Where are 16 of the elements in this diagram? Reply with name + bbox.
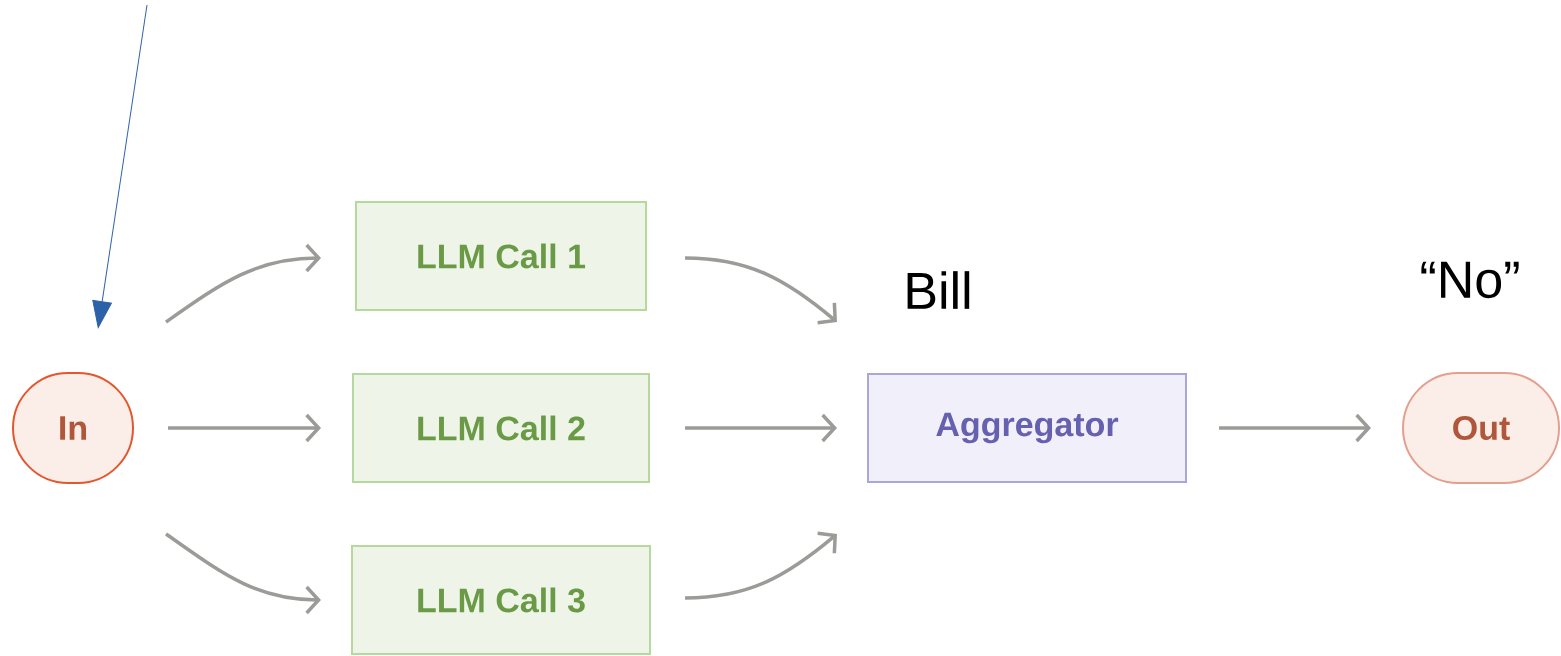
arrow <box>165 243 321 324</box>
process-box: LLM Call 3 <box>351 545 651 655</box>
arrow <box>1219 413 1371 443</box>
process-box: LLM Call 2 <box>352 373 650 483</box>
arrow <box>165 532 321 615</box>
aggregator-box: Aggregator <box>867 373 1187 483</box>
output-oval: Out <box>1402 372 1560 484</box>
arrow <box>92 4 148 329</box>
input-oval: In <box>12 372 134 484</box>
arrow <box>684 256 837 325</box>
annotation-text: “No” <box>1421 261 1519 299</box>
process-box: LLM Call 1 <box>355 201 647 311</box>
arrow <box>684 531 837 600</box>
arrow <box>685 413 837 443</box>
arrow <box>168 413 321 443</box>
annotation-text: Bill <box>907 271 970 309</box>
